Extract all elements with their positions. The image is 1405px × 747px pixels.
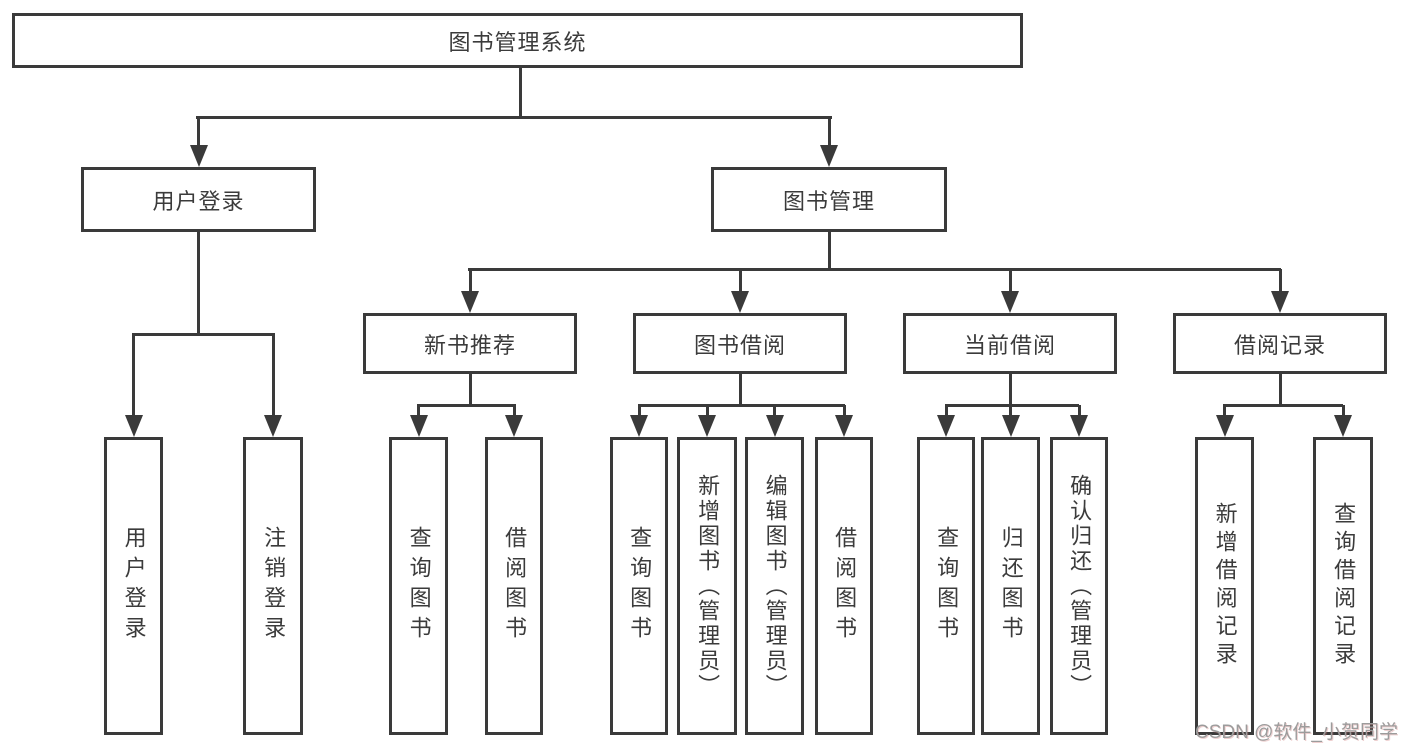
leaf-query-books-current-label: 查询图书	[934, 526, 960, 646]
arrow-down-icon	[461, 291, 479, 313]
connector-vline	[827, 231, 831, 270]
leaf-add-books-admin: 新增图书（管理员）	[677, 437, 737, 735]
node-new-book-recommendation-label: 新书推荐	[423, 332, 516, 358]
connector-vline	[738, 374, 742, 407]
arrow-down-icon	[765, 415, 784, 437]
connector-vline	[637, 405, 641, 417]
leaf-add-borrow-record: 新增借阅记录	[1195, 437, 1254, 735]
connector-hline	[196, 116, 832, 119]
connector-vline	[1008, 269, 1012, 293]
connector-vline	[468, 269, 472, 293]
node-user-login: 用户登录	[81, 167, 316, 232]
arrow-down-icon	[630, 415, 648, 437]
connector-hline	[1223, 404, 1343, 407]
leaf-query-borrow-record-label: 查询借阅记录	[1331, 502, 1357, 670]
connector-vline	[417, 405, 420, 417]
node-current-borrowing-label: 当前借阅	[963, 332, 1056, 358]
connector-vline	[738, 269, 742, 293]
node-book-management: 图书管理	[711, 167, 947, 232]
arrow-down-icon	[937, 415, 955, 437]
leaf-logout-label: 注销登录	[261, 526, 287, 646]
leaf-query-books-recommend: 查询图书	[389, 437, 448, 735]
connector-vline	[842, 405, 846, 417]
leaf-query-books-recommend-label: 查询图书	[406, 526, 432, 646]
arrow-down-icon	[731, 291, 749, 313]
node-new-book-recommendation: 新书推荐	[363, 313, 577, 374]
leaf-query-books-borrowing: 查询图书	[610, 437, 668, 735]
connector-hline	[132, 333, 275, 336]
connector-vline	[132, 334, 135, 417]
arrow-down-icon	[1070, 415, 1088, 437]
leaf-user-login: 用户登录	[104, 437, 163, 735]
arrow-down-icon	[264, 415, 282, 437]
node-user-login-label: 用户登录	[152, 188, 245, 214]
connector-vline	[1223, 405, 1226, 417]
leaf-return-books-label: 归还图书	[998, 526, 1024, 646]
leaf-user-login-label: 用户登录	[121, 526, 147, 646]
connector-vline	[196, 232, 200, 335]
arrow-down-icon	[820, 145, 838, 167]
arrow-down-icon	[189, 145, 208, 167]
node-book-borrowing: 图书借阅	[633, 313, 847, 374]
arrow-down-icon	[1001, 415, 1020, 437]
connector-vline	[827, 117, 831, 147]
connector-vline	[512, 405, 516, 417]
node-borrowing-records: 借阅记录	[1173, 313, 1387, 374]
connector-vline	[197, 117, 200, 147]
leaf-confirm-return-admin-label: 确认归还（管理员）	[1067, 473, 1093, 699]
arrow-down-icon	[835, 415, 853, 437]
leaf-query-books-current: 查询图书	[917, 437, 975, 735]
node-root-label: 图书管理系统	[448, 29, 587, 55]
csdn-watermark: CSDN @软件_小贺同学	[1195, 722, 1398, 743]
connector-vline	[1278, 374, 1282, 407]
arrow-down-icon	[124, 415, 143, 437]
leaf-logout: 注销登录	[243, 437, 303, 735]
arrow-down-icon	[505, 415, 523, 437]
arrow-down-icon	[409, 415, 428, 437]
leaf-add-borrow-record-label: 新增借阅记录	[1212, 502, 1238, 670]
node-book-borrowing-label: 图书借阅	[693, 332, 786, 358]
arrow-down-icon	[1334, 415, 1352, 437]
arrow-down-icon	[1271, 291, 1289, 313]
connector-vline	[705, 405, 709, 417]
leaf-borrow-books-recommend: 借阅图书	[485, 437, 543, 735]
connector-vline	[271, 334, 275, 417]
connector-vline	[1341, 405, 1345, 417]
node-root: 图书管理系统	[12, 13, 1023, 68]
connector-vline	[773, 405, 776, 417]
leaf-query-borrow-record: 查询借阅记录	[1313, 437, 1373, 735]
leaf-borrow-books-recommend-label: 借阅图书	[502, 526, 528, 646]
leaf-confirm-return-admin: 确认归还（管理员）	[1050, 437, 1108, 735]
connector-vline	[1008, 374, 1012, 407]
connector-vline	[518, 68, 522, 118]
leaf-return-books: 归还图书	[981, 437, 1040, 735]
leaf-query-books-borrowing-label: 查询图书	[627, 526, 653, 646]
leaf-edit-books-admin-label: 编辑图书（管理员）	[762, 473, 788, 699]
connector-hline	[468, 268, 1281, 271]
leaf-edit-books-admin: 编辑图书（管理员）	[745, 437, 804, 735]
connector-hline	[637, 404, 845, 407]
node-book-management-label: 图书管理	[782, 188, 875, 214]
connector-vline	[1278, 269, 1282, 293]
leaf-borrow-books-borrowing: 借阅图书	[815, 437, 873, 735]
leaf-add-books-admin-label: 新增图书（管理员）	[695, 473, 721, 699]
connector-hline	[417, 404, 516, 407]
node-current-borrowing: 当前借阅	[903, 313, 1117, 374]
arrow-down-icon	[698, 415, 716, 437]
connector-vline	[944, 405, 948, 417]
leaf-borrow-books-borrowing-label: 借阅图书	[832, 526, 858, 646]
arrow-down-icon	[1001, 291, 1019, 313]
arrow-down-icon	[1215, 415, 1234, 437]
connector-vline	[1077, 405, 1081, 417]
connector-vline	[468, 374, 472, 407]
node-borrowing-records-label: 借阅记录	[1233, 332, 1326, 358]
connector-vline	[1009, 405, 1012, 417]
